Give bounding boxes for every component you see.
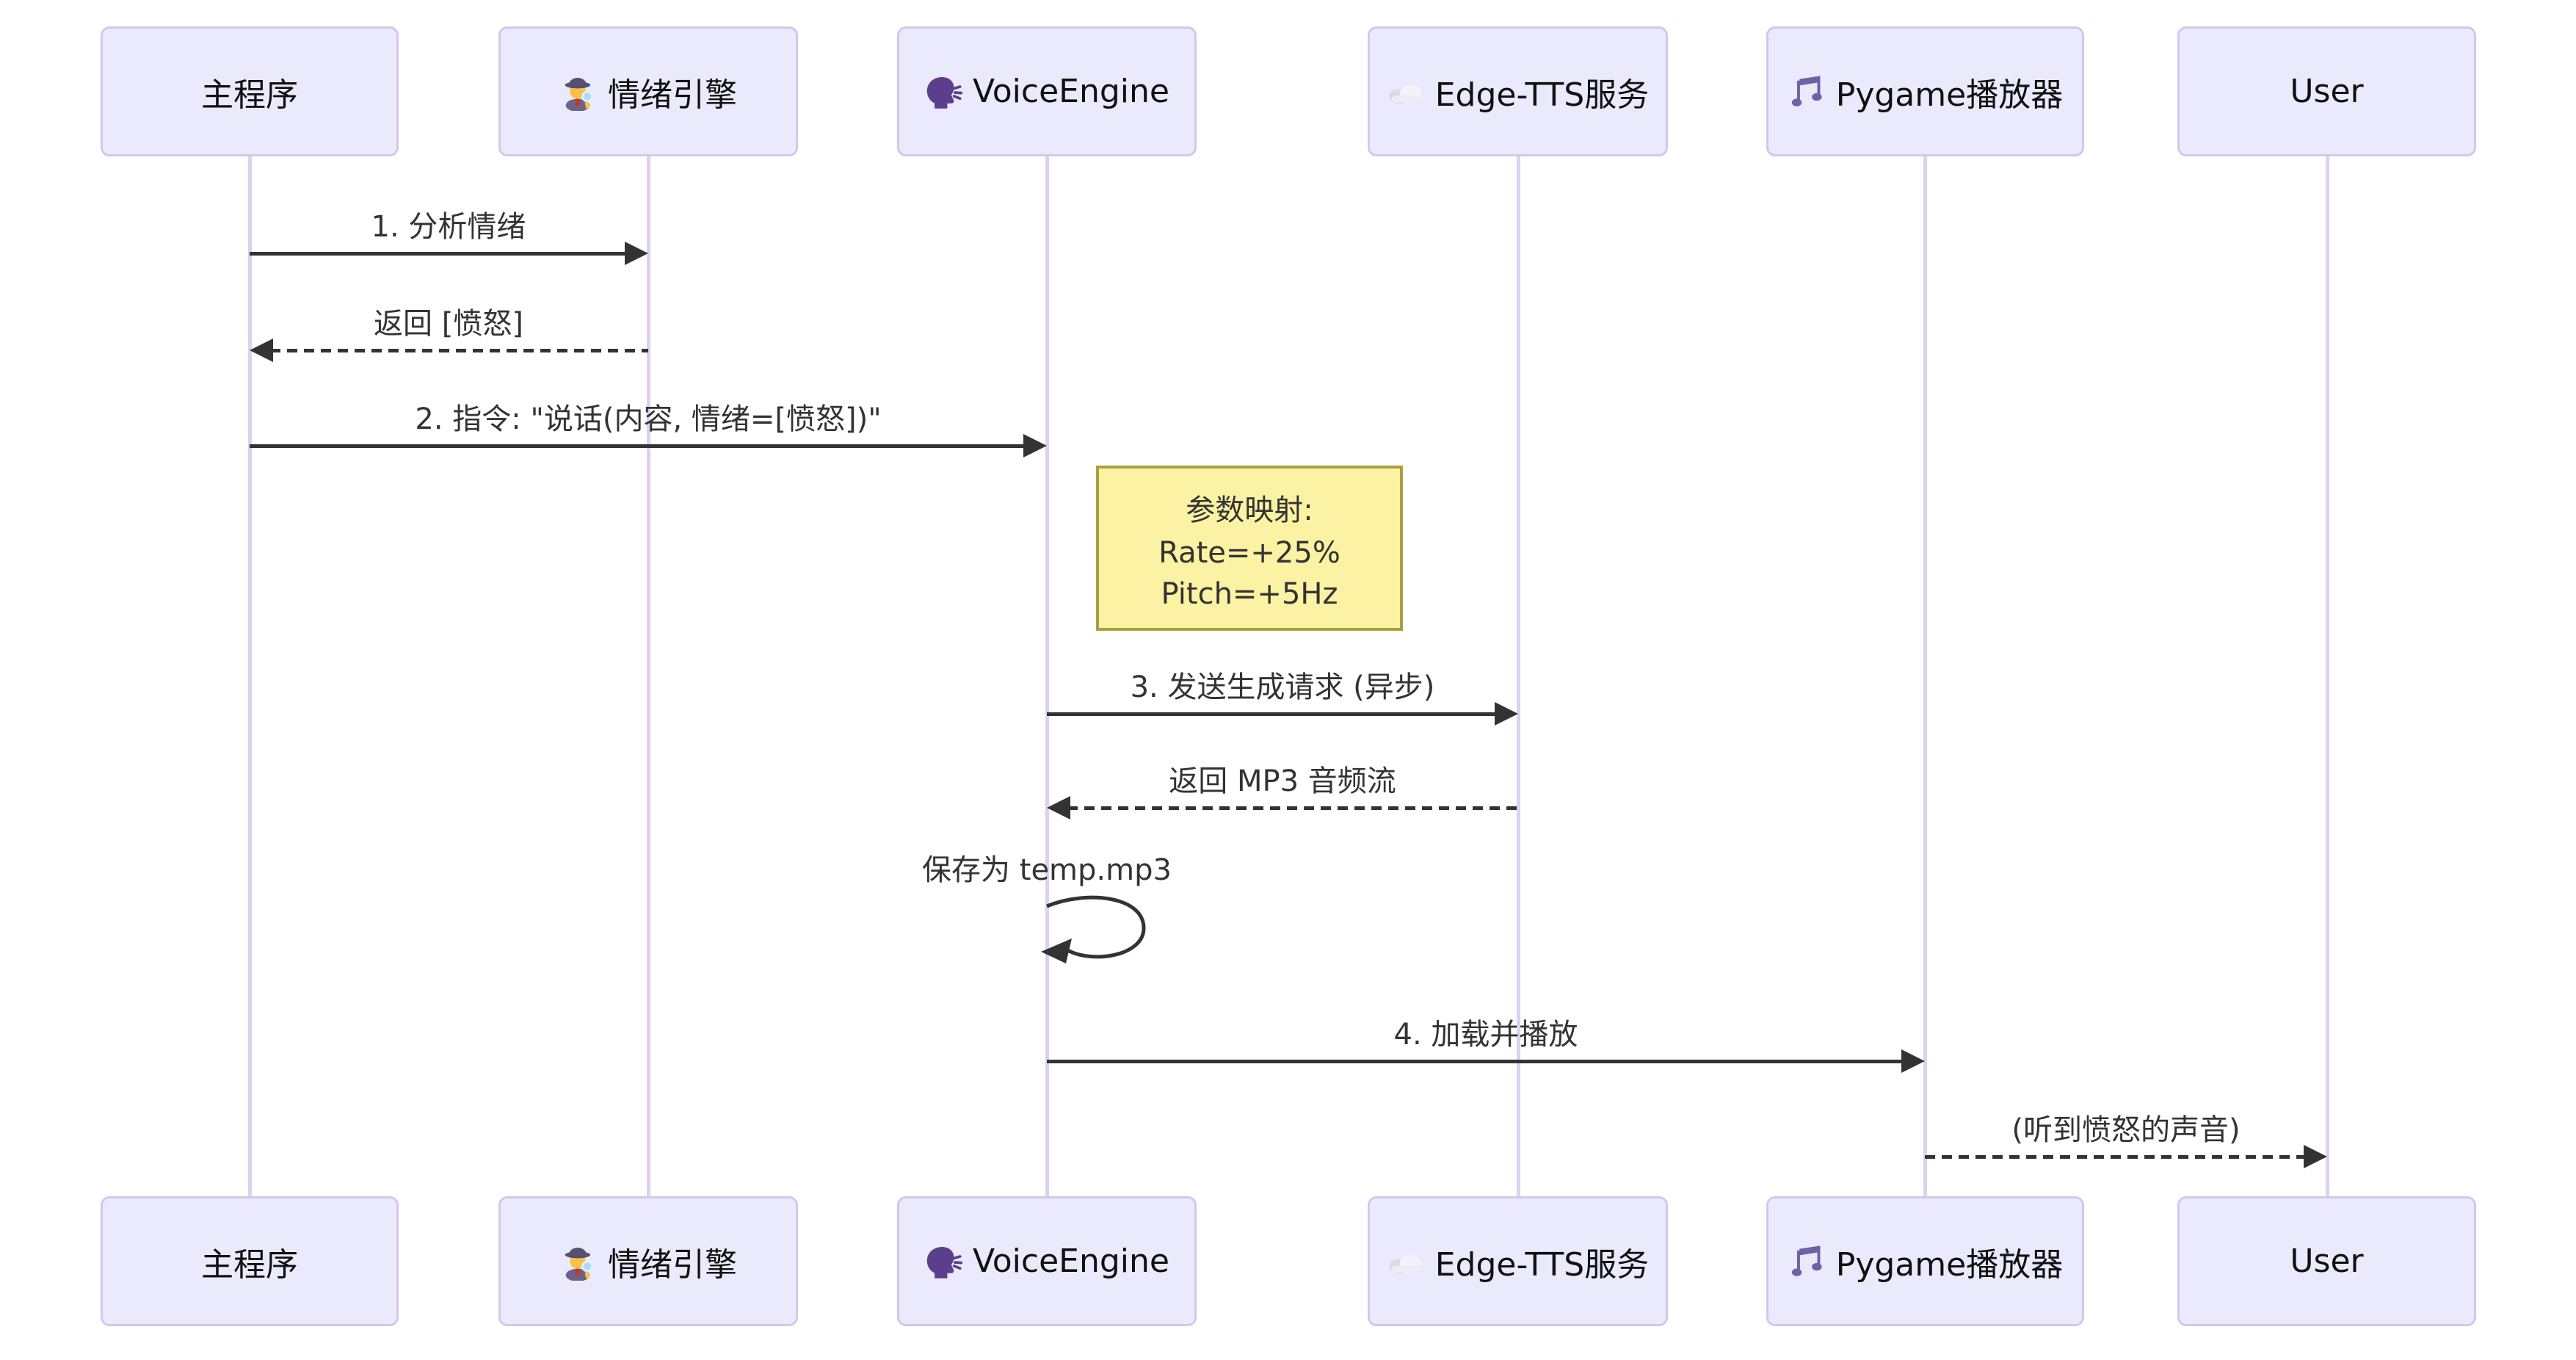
actor-label: Edge-TTS服务 [1434, 1245, 1650, 1284]
actor-label: Pygame播放器 [1835, 1245, 2064, 1284]
message-label-8: (听到愤怒的声音) [2011, 1113, 2241, 1147]
lifeline-voice-engine [1045, 156, 1049, 1196]
actor-label: Edge-TTS服务 [1434, 76, 1650, 114]
actor-voice-engine-top: VoiceEngine [897, 26, 1197, 156]
actor-label: User [2290, 73, 2364, 110]
speaking-head-icon [926, 76, 963, 109]
arrowhead-right-1 [625, 242, 648, 265]
actor-label: 情绪引擎 [608, 76, 737, 114]
arrowhead-right-4 [1495, 702, 1518, 726]
message-line-7 [1047, 1060, 1907, 1063]
actor-user-bottom: User [2177, 1196, 2476, 1326]
message-line-3 [250, 444, 1029, 448]
lifeline-user [2326, 156, 2329, 1196]
message-label-3: 2. 指令: "说话(内容, 情绪=[愤怒])" [415, 402, 882, 436]
message-line-5 [1067, 806, 1518, 810]
actor-label: VoiceEngine [973, 73, 1169, 110]
actor-main-program-top: 主程序 [101, 26, 399, 156]
actor-user-top: User [2177, 26, 2476, 156]
musical-notes-icon [1791, 75, 1822, 106]
musical-notes-icon [1791, 1245, 1822, 1276]
message-label-2: 返回 [愤怒] [374, 307, 523, 341]
actor-label: Pygame播放器 [1835, 76, 2064, 114]
arrowhead-right-8 [2304, 1145, 2327, 1168]
cloud-icon [1389, 1254, 1421, 1274]
actor-label: 情绪引擎 [608, 1245, 737, 1284]
actor-label: 主程序 [201, 76, 298, 114]
lifeline-emotion-engine [647, 156, 650, 1196]
lifeline-pygame-player [1923, 156, 1927, 1196]
message-label-1: 1. 分析情绪 [371, 210, 526, 244]
detective-icon [565, 77, 593, 111]
message-line-2 [270, 349, 648, 352]
cloud-icon [1389, 84, 1421, 104]
actor-pygame-player-top: Pygame播放器 [1766, 26, 2084, 156]
note-line-1: 参数映射: [1186, 493, 1313, 527]
actor-edge-tts-top: Edge-TTS服务 [1368, 26, 1668, 156]
arrowhead-right-7 [1901, 1049, 1925, 1073]
self-loop-arrow [1041, 895, 1146, 963]
lifeline-edge-tts-service [1517, 156, 1520, 1196]
actor-label: 主程序 [201, 1245, 298, 1284]
message-label-4: 3. 发送生成请求 (异步) [1130, 670, 1435, 704]
message-line-8 [1925, 1155, 2307, 1159]
actor-label: User [2290, 1243, 2364, 1280]
actor-edge-tts-bottom: Edge-TTS服务 [1368, 1196, 1668, 1326]
lifeline-main-program [248, 156, 252, 1196]
actor-label: VoiceEngine [973, 1243, 1169, 1280]
actor-voice-engine-bottom: VoiceEngine [897, 1196, 1197, 1326]
speaking-head-icon [926, 1246, 963, 1278]
message-label-7: 4. 加载并播放 [1393, 1018, 1578, 1052]
actor-emotion-engine-top: 情绪引擎 [498, 26, 798, 156]
note-box: 参数映射: Rate=+25% Pitch=+5Hz [1096, 466, 1403, 631]
message-line-1 [250, 252, 631, 256]
arrowhead-right-3 [1023, 434, 1047, 457]
arrowhead-left-5 [1047, 796, 1070, 820]
note-line-2: Rate=+25% [1158, 535, 1340, 570]
note-line-3: Pitch=+5Hz [1161, 576, 1338, 611]
arrowhead-left-2 [250, 339, 273, 362]
message-label-6: 保存为 temp.mp3 [922, 853, 1172, 887]
actor-emotion-engine-bottom: 情绪引擎 [498, 1196, 798, 1326]
message-label-5: 返回 MP3 音频流 [1169, 764, 1396, 798]
detective-icon [565, 1247, 593, 1281]
actor-pygame-player-bottom: Pygame播放器 [1766, 1196, 2084, 1326]
actor-main-program-bottom: 主程序 [101, 1196, 399, 1326]
message-line-4 [1047, 712, 1501, 716]
